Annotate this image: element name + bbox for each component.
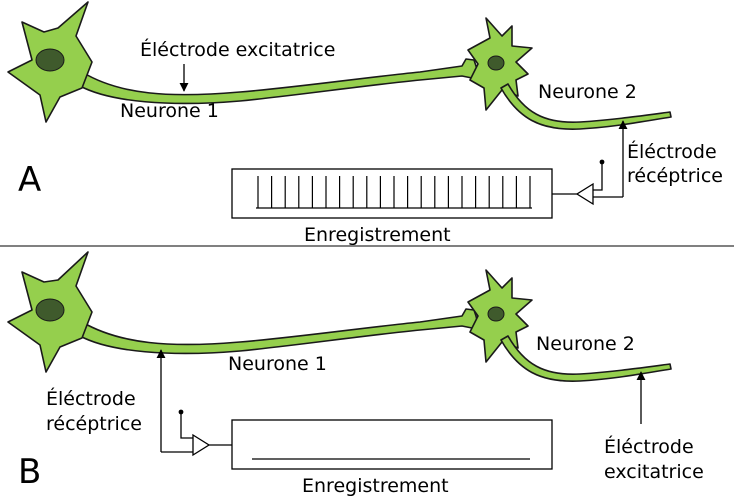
neuron-2-label-b: Neurone 2 <box>536 333 635 355</box>
panel-letter-a: A <box>18 160 41 200</box>
rec-electrode-label-b-line1: Éléctrode <box>46 387 136 410</box>
spike-train-a <box>257 176 531 208</box>
neuron-1-nucleus <box>35 48 65 72</box>
stim-electrode-label-a: Éléctrode excitatrice <box>140 38 335 61</box>
recording-label-a: Enregistrement <box>304 224 451 246</box>
recording-electrode-a <box>593 120 628 198</box>
rec-electrode-label-b-line2: récéptrice <box>46 413 142 435</box>
neuron-2-label-a: Neurone 2 <box>538 81 637 103</box>
neuron-2-axon-b <box>500 335 672 382</box>
recording-box-b <box>231 419 553 470</box>
panel-a: A Éléctrode excitatrice Neurone 1 Neuron… <box>7 1 723 246</box>
neuron-1-nucleus-b <box>35 298 65 322</box>
stim-electrode-label-b-line2: excitatrice <box>604 461 704 483</box>
neuron-1-label-b: Neurone 1 <box>228 353 327 375</box>
neuron-2-axon <box>500 83 672 130</box>
amplifier-a <box>575 182 594 206</box>
neuron-1-label-a: Neurone 1 <box>120 100 219 122</box>
amplifier-b <box>192 433 211 457</box>
recording-box-a <box>231 168 553 219</box>
recording-electrode-b <box>156 349 193 453</box>
panel-letter-b: B <box>18 452 41 492</box>
stim-electrode-label-b-line1: Éléctrode <box>604 435 694 458</box>
neuron-2-nucleus <box>487 55 505 71</box>
rec-electrode-label-a-line2: récéptrice <box>627 165 723 187</box>
neuron-2-nucleus-b <box>487 306 505 322</box>
neuron-1-axon-b <box>79 308 479 355</box>
neuron-1-axon <box>79 58 479 105</box>
recording-label-b: Enregistrement <box>302 475 449 497</box>
rec-electrode-label-a-line1: Éléctrode <box>627 140 717 163</box>
panel-b: B Neurone 1 Neurone 2 Éléctrode récéptri… <box>7 251 704 497</box>
